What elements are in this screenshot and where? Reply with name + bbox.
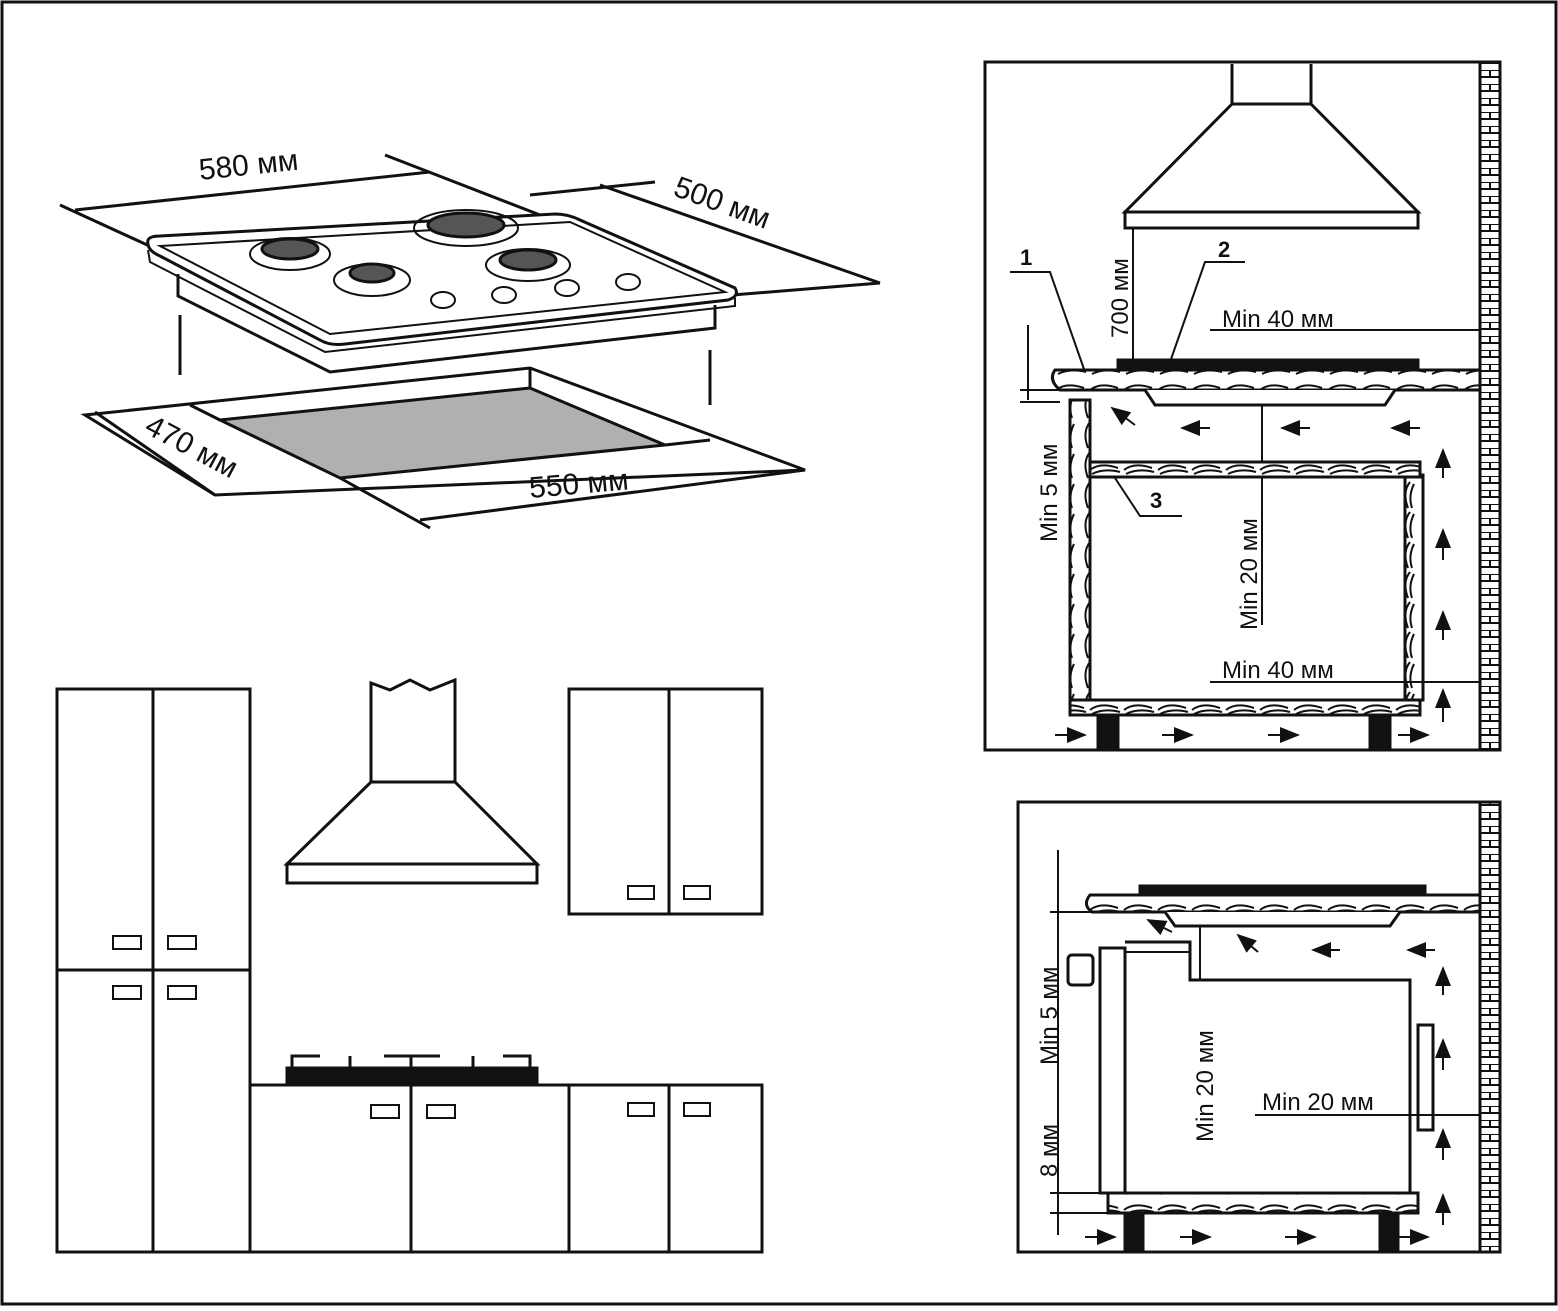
worktop	[1085, 893, 1482, 914]
knob-icon	[491, 286, 517, 304]
burner-large-icon	[426, 211, 506, 239]
dim-extension-550	[339, 476, 431, 530]
section-frame	[1016, 800, 1484, 1254]
oven-gap-label: 8 мм	[1036, 1124, 1063, 1177]
hob-body-section	[1143, 389, 1397, 407]
foot-left	[1096, 713, 1120, 752]
hob-under-body	[176, 274, 717, 374]
cutout-edges	[189, 368, 711, 447]
oven-install-section	[1016, 800, 1502, 1254]
handle-icon	[627, 885, 655, 900]
airflow-arrows	[1085, 919, 1451, 1245]
min-wall-bottom-label: Min 40 мм	[1222, 657, 1334, 684]
carcass-side-right	[1403, 473, 1425, 702]
dim-label-500: 500 мм	[670, 171, 775, 236]
cutout-area	[214, 386, 666, 480]
foot-left	[1123, 1211, 1145, 1253]
carcass-bottom	[1106, 1191, 1420, 1215]
base-cabinets	[248, 1083, 764, 1254]
hood-height-label: 700 мм	[1107, 258, 1134, 338]
knob-icon	[554, 279, 580, 297]
min-side-label: Min 5 мм	[1036, 444, 1063, 542]
burner-left-icon	[260, 237, 320, 261]
handle-icon	[167, 985, 197, 1000]
handle-icon	[683, 885, 711, 900]
handle-icon	[112, 935, 142, 950]
dim-line-500	[599, 183, 881, 285]
handle-icon	[627, 1102, 655, 1117]
handle-icon	[167, 935, 197, 950]
knob-icon	[615, 273, 641, 291]
brick-wall	[1478, 800, 1502, 1254]
dim-extension-500-top	[529, 180, 656, 197]
carcass-bottom	[1068, 698, 1422, 717]
dim-line-550	[419, 468, 806, 522]
min-below-label: Min 20 мм	[1236, 518, 1263, 630]
dim-label-550: 550 мм	[528, 463, 630, 505]
pan-supports	[290, 1054, 532, 1068]
wall-cabinet	[567, 687, 764, 916]
dim-extension-580-right	[384, 153, 541, 217]
airflow-arrows	[1055, 406, 1451, 743]
worktop	[1050, 368, 1482, 392]
hob-top-edge	[147, 249, 736, 354]
callout-1: 1	[1020, 245, 1032, 270]
handle-icon	[112, 985, 142, 1000]
oven-back-vent	[1416, 1023, 1435, 1132]
foot-right	[1368, 713, 1392, 752]
handle-icon	[370, 1104, 400, 1119]
oven-min-below-label: Min 20 мм	[1192, 1030, 1219, 1142]
hob-plate-section	[1138, 884, 1427, 897]
ventilated-install-section	[983, 60, 1502, 752]
hob-plate-section	[1116, 358, 1420, 372]
min-wall-top-label: Min 40 мм	[1222, 306, 1334, 333]
separating-panel	[1088, 460, 1422, 479]
hob-body-section	[1163, 911, 1402, 928]
oven-knob-icon	[1066, 953, 1095, 987]
handle-icon	[426, 1104, 456, 1119]
oven-outline	[1125, 940, 1412, 1195]
oven-min-wall-label: Min 20 мм	[1262, 1089, 1374, 1116]
burner-center-icon	[348, 262, 396, 284]
carcass-side-left	[1068, 398, 1092, 702]
kitchen-elevation	[55, 677, 764, 1254]
callout-1-leader	[1010, 271, 1086, 373]
burner-right-icon	[498, 248, 558, 272]
callout-3: 3	[1150, 488, 1162, 513]
knob-icon	[430, 291, 456, 309]
burner-rim-large	[413, 209, 519, 247]
dim-line-580	[74, 170, 431, 212]
hob-side-view	[285, 1066, 539, 1087]
callout-2: 2	[1218, 237, 1230, 262]
hood-chimney	[369, 677, 457, 784]
dim-extension-500-bottom	[719, 281, 881, 298]
hood-canopy	[283, 780, 541, 866]
oven-min-side-label: Min 5 мм	[1036, 967, 1063, 1065]
hood-chimney-section	[1230, 64, 1313, 106]
handle-icon	[683, 1102, 711, 1117]
hood-base	[285, 862, 539, 885]
callout-2-leader	[1169, 261, 1245, 363]
dim-label-580: 580 мм	[197, 144, 300, 187]
dim-line-470	[94, 410, 216, 497]
callout-3-leader	[1114, 477, 1182, 517]
hob-perspective	[59, 153, 881, 530]
brick-wall	[1478, 60, 1502, 752]
hood-base-section	[1123, 210, 1420, 230]
foot-right	[1378, 1211, 1400, 1253]
